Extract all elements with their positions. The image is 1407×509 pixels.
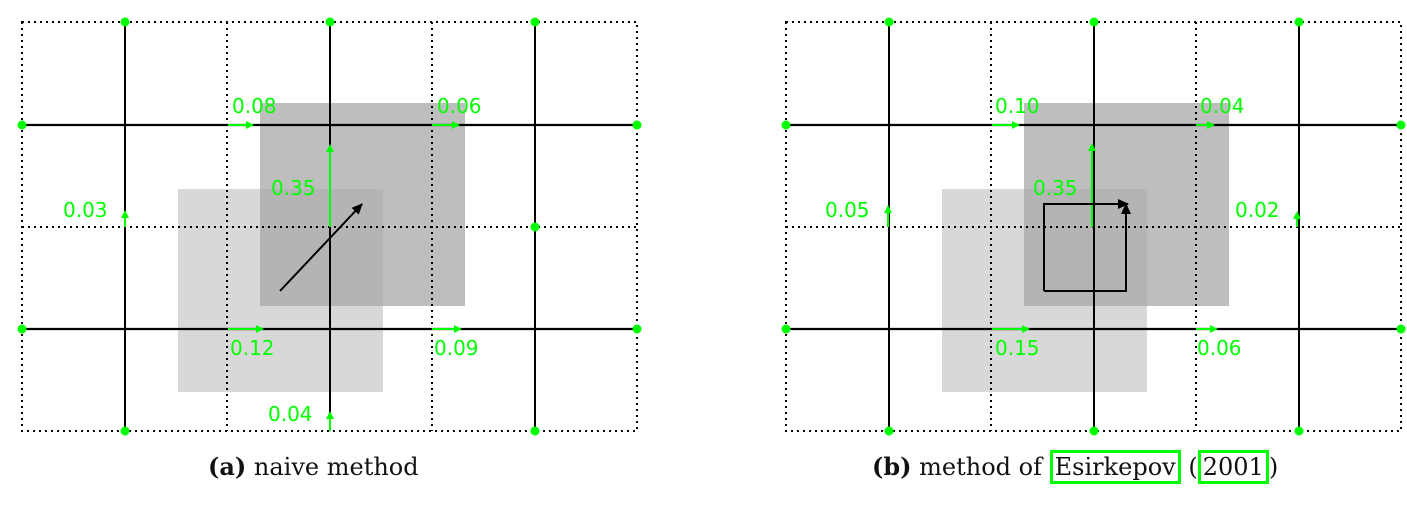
current-value-label: 0.06 — [437, 94, 482, 118]
node-dot — [1089, 426, 1099, 436]
node-dot — [120, 17, 130, 27]
caption-text: method of — [919, 453, 1042, 481]
node-dot — [120, 426, 130, 436]
current-value-label: 0.04 — [1200, 94, 1245, 118]
current-value-label: 0.09 — [434, 336, 479, 360]
current-value-label: 0.05 — [825, 198, 870, 222]
path-arrow-up-right — [1043, 199, 1129, 291]
caption-text: naive method — [253, 453, 419, 481]
caption-a: (a) naive method — [208, 452, 419, 481]
citation-year-link[interactable]: 2001 — [1197, 450, 1269, 484]
caption-tag: (b) — [872, 452, 912, 481]
current-value-label: 0.10 — [995, 94, 1040, 118]
current-value-label: 0.35 — [1033, 176, 1078, 200]
node-dot — [325, 17, 335, 27]
node-dot — [632, 120, 642, 130]
current-value-label: 0.06 — [1197, 336, 1242, 360]
current-value-label: 0.12 — [230, 336, 275, 360]
node-dot — [17, 324, 27, 334]
node-dot — [884, 426, 894, 436]
current-value-label: 0.03 — [63, 198, 108, 222]
node-dot — [884, 17, 894, 27]
current-value-label: 0.15 — [995, 336, 1040, 360]
node-dot — [781, 324, 791, 334]
node-dot — [530, 426, 540, 436]
citation-author-link[interactable]: Esirkepov — [1049, 450, 1181, 484]
current-value-label: 0.02 — [1235, 198, 1280, 222]
caption-tag: (a) — [208, 452, 247, 481]
current-value-label: 0.08 — [232, 94, 277, 118]
particle-motion-arrow — [279, 203, 363, 292]
node-dot — [17, 120, 27, 130]
node-dot — [781, 120, 791, 130]
node-dot — [1089, 17, 1099, 27]
node-dot — [530, 222, 540, 232]
path-arrow-right-up — [1044, 203, 1131, 292]
current-value-label: 0.04 — [268, 402, 313, 426]
current-value-label: 0.35 — [271, 176, 316, 200]
node-dot — [1396, 120, 1406, 130]
caption-b: (b) method of Esirkepov (2001) — [872, 450, 1278, 484]
node-dot — [1396, 324, 1406, 334]
node-dot — [1294, 17, 1304, 27]
node-dot — [632, 324, 642, 334]
node-dot — [1294, 426, 1304, 436]
node-dot — [530, 17, 540, 27]
